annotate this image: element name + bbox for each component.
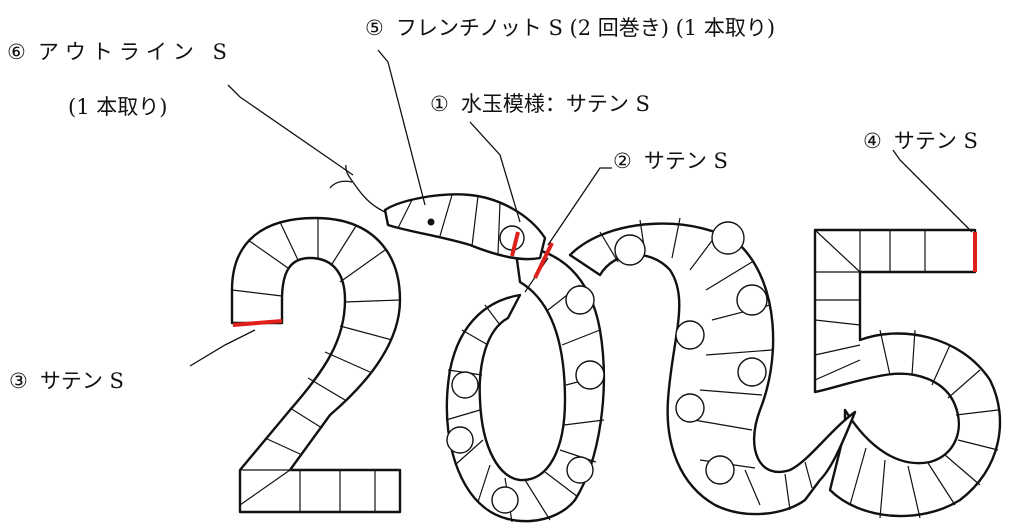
digit-five — [813, 228, 1002, 519]
label-2-text: サテン S — [643, 149, 728, 173]
label-6-text-line2: (1 本取り) — [68, 95, 168, 119]
label-5: ⑤ フレンチノット S (2 回巻き) (1 本取り) — [365, 18, 775, 39]
label-5-text: フレンチノット S (2 回巻き) (1 本取り) — [395, 16, 776, 40]
digit-two — [230, 216, 402, 514]
label-6: ⑥ アウトライン S — [7, 42, 233, 63]
label-3: ③ サテン S — [9, 371, 124, 392]
label-3-text: サテン S — [39, 369, 124, 393]
satin-mark-3 — [232, 319, 283, 327]
label-5-number: ⑤ — [365, 16, 384, 40]
label-1-number: ① — [430, 92, 449, 116]
label-4: ④ サテン S — [863, 131, 978, 152]
leader-lines — [189, 49, 973, 367]
snake-body-two — [568, 217, 857, 516]
label-2: ② サテン S — [613, 151, 728, 172]
snake-body-zero — [445, 243, 606, 523]
label-6-number: ⑥ — [7, 40, 26, 64]
label-6-line2: (1 本取り) — [68, 97, 167, 118]
satin-mark-2 — [533, 242, 554, 279]
label-1: ① 水玉模様：サテン S — [430, 94, 650, 115]
satin-marks — [232, 231, 977, 327]
label-4-number: ④ — [863, 129, 882, 153]
label-4-text: サテン S — [893, 129, 978, 153]
label-2-number: ② — [613, 149, 632, 173]
label-6-text: アウトライン S — [37, 40, 233, 64]
label-3-number: ③ — [9, 369, 28, 393]
satin-mark-1 — [510, 231, 520, 257]
snake-eye — [427, 218, 435, 226]
label-1-text: 水玉模様：サテン S — [460, 92, 650, 116]
